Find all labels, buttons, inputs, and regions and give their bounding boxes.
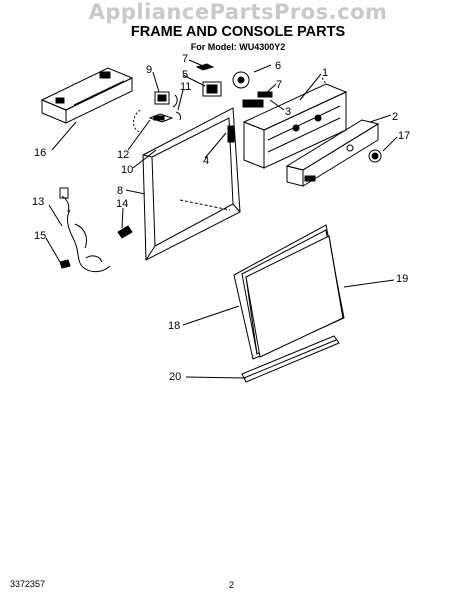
door-latch-hardware <box>195 63 273 108</box>
page-number: 2 <box>229 580 235 590</box>
model-line: For Model: WU4300Y2 <box>190 42 286 52</box>
part-label-7b: 7 <box>276 79 282 91</box>
part-label-7a: 7 <box>182 53 188 65</box>
outer-door-panel <box>233 224 345 360</box>
part-number-labels: 16 9 7 5 6 7 1 3 2 17 11 12 10 4 8 13 14… <box>32 53 410 383</box>
console-assembly <box>242 83 380 187</box>
wire-harness <box>59 187 133 273</box>
part-label-11: 11 <box>180 81 191 93</box>
page-title: FRAME AND CONSOLE PARTS <box>130 24 346 40</box>
part-label-18: 18 <box>168 320 180 332</box>
part-label-10: 10 <box>121 164 133 176</box>
part-label-5: 5 <box>182 69 188 81</box>
part-label-12: 12 <box>117 149 129 161</box>
part-label-2: 2 <box>392 111 398 123</box>
part-label-15: 15 <box>34 230 46 242</box>
part-label-19: 19 <box>396 273 408 285</box>
part-label-9: 9 <box>146 64 152 76</box>
part-label-20: 20 <box>169 371 181 383</box>
part-label-1: 1 <box>322 67 328 79</box>
document-code: 3372357 <box>10 579 46 589</box>
part-label-3: 3 <box>285 106 291 118</box>
inner-door-frame <box>142 107 241 261</box>
watermark: AppliancePartsPros.com <box>88 0 388 24</box>
part-label-4: 4 <box>203 155 209 167</box>
control-knob <box>368 149 382 163</box>
switch-assembly <box>133 91 181 133</box>
part-label-13: 13 <box>32 196 44 208</box>
part-label-6: 6 <box>275 60 281 72</box>
part-label-16: 16 <box>34 147 46 159</box>
part-label-8: 8 <box>117 185 123 197</box>
control-box-housing <box>40 67 134 124</box>
part-label-14: 14 <box>116 198 128 210</box>
part-label-17: 17 <box>398 130 410 142</box>
leader-lines <box>45 59 398 379</box>
bottom-trim-strip <box>241 335 340 383</box>
